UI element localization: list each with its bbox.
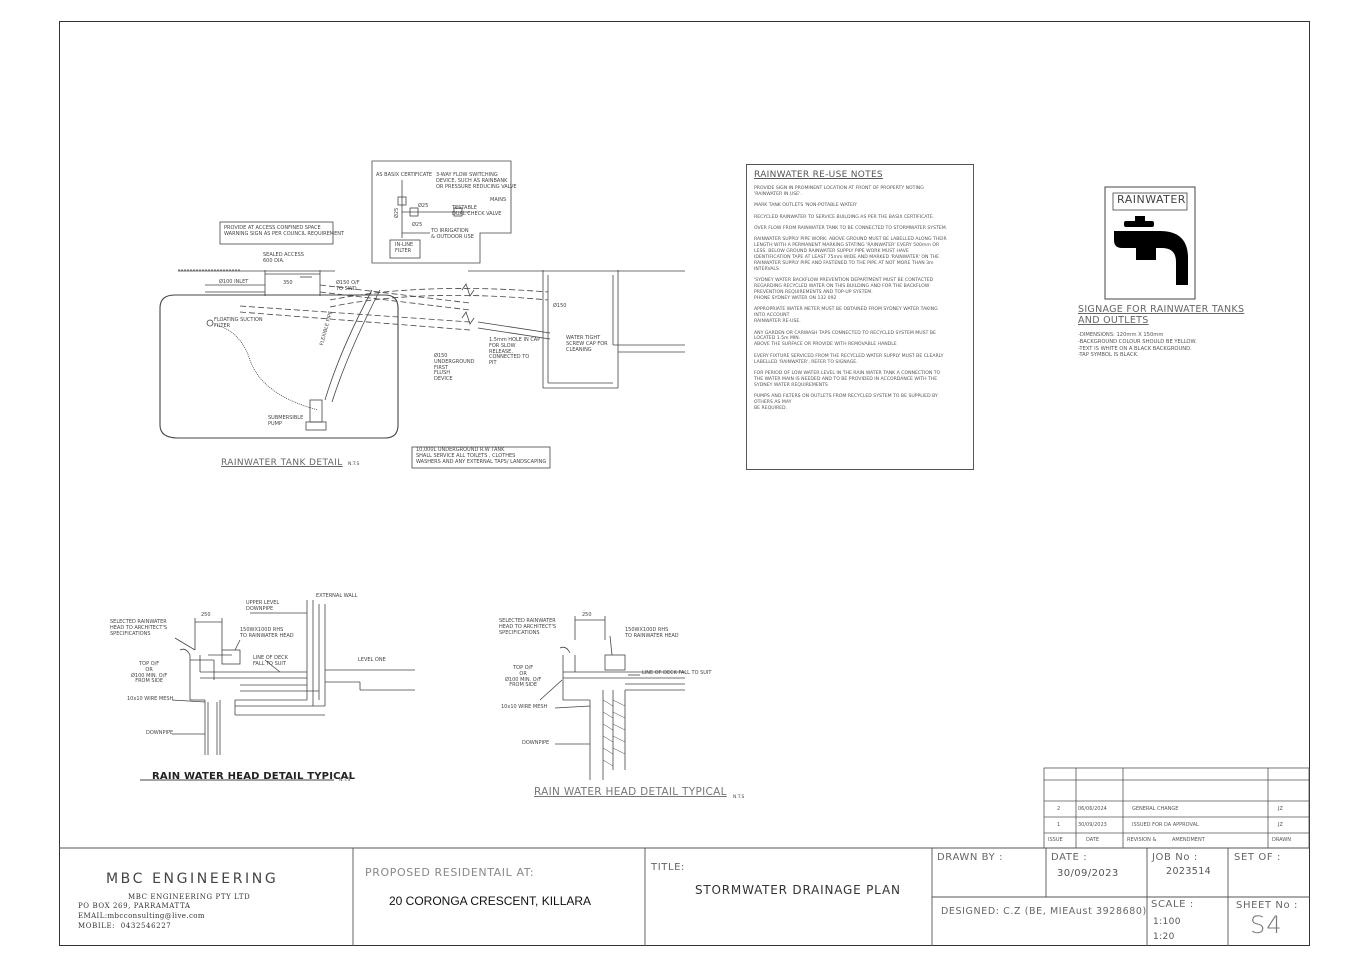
sheet-label: SHEET No :: [1236, 900, 1298, 911]
note-item: FOR PERIOD OF LOW WATER LEVEL IN THE RAI…: [754, 370, 941, 388]
slow-release-label: 1.5mm HOLE IN CAP FOR SLOW RELEASE, CONN…: [489, 337, 541, 366]
d25-label-c: Ø25: [412, 222, 423, 228]
drawing-title: STORMWATER DRAINAGE PLAN: [695, 883, 901, 897]
rwh-left-scale: N.T.S: [339, 778, 351, 783]
signage-title-1: SIGNAGE FOR RAINWATER TANKS: [1078, 304, 1245, 315]
rev-row-date: 30/09/2023: [1078, 822, 1107, 828]
note-item: PUMPS AND FILTERS ON OUTLETS FROM RECYCL…: [754, 394, 938, 412]
note-item: RAINWATER SUPPLY PIPE WORK: ABOVE GROUND…: [754, 237, 947, 272]
job-label: JOB No :: [1152, 852, 1198, 863]
notes-title: RAINWATER RE-USE NOTES: [754, 170, 883, 180]
rwh-mid-downpipe: DOWNPIPE: [522, 740, 550, 746]
rev-header-drawn: DRAWN: [1272, 837, 1291, 843]
rwh-left-downpipe: DOWNPIPE: [146, 730, 174, 736]
basix-label: AS BASIX CERTIFICATE: [376, 172, 433, 178]
tank-detail-scale: N.T.S: [348, 462, 360, 467]
rwh-left-title: RAIN WATER HEAD DETAIL TYPICAL: [152, 771, 356, 782]
dual-check-label: TESTABLE DUAL CHECK VALVE: [452, 205, 502, 217]
submersible-pump-label: SUBMERSIBLE PUMP: [268, 415, 304, 427]
note-item: APPROPRIATE WATER METER MUST BE OBTAINED…: [754, 307, 938, 325]
rev-row-issue: 2: [1057, 806, 1061, 812]
rwh-mid-top-of: TOP O/F OR Ø100 MIN. O/F FROM SIDE: [505, 665, 542, 689]
inline-filter-label: IN-LINE FILTER: [395, 242, 414, 254]
project-address: 20 CORONGA CRESCENT, KILLARA: [389, 894, 592, 908]
rev-header-issue: ISSUE: [1048, 837, 1063, 843]
rwh-mid-selected-head: SELECTED RAINWATER HEAD TO ARCHITECT'S S…: [499, 618, 557, 636]
d25-label-a: Ø25: [418, 203, 429, 209]
rev-header-amendment: AMENDMENT: [1172, 837, 1205, 843]
note-item: RECYCLED RAINWATER TO SERVICE BUILDING A…: [754, 214, 935, 220]
company-mobile: MOBILE: 0432546227: [78, 922, 172, 930]
company-sub: MBC ENGINEERING PTY LTD: [128, 893, 251, 901]
rwh-left-deck-line: LINE OF DECK FALL TO SUIT: [253, 655, 288, 667]
rev-header-revision: REVISION &: [1127, 837, 1157, 843]
rwh-left-external-wall: EXTERNAL WALL: [316, 593, 358, 599]
drawn-by-label: DRAWN BY :: [937, 852, 1004, 863]
rwh-left-upper-downpipe: UPPER LEVEL DOWNPIPE: [246, 600, 280, 612]
set-label: SET OF :: [1234, 852, 1281, 863]
rwh-mid-rhs: 150WX100D RHS TO RAINWATER HEAD: [625, 627, 679, 639]
floating-suction-label: FLOATING SUCTION FILTER: [214, 317, 263, 329]
sealed-access-label: SEALED ACCESS 600 DIA.: [263, 252, 304, 264]
irrigation-label: TO IRRIGATION & OUTDOOR USE: [431, 228, 474, 240]
tank-detail-title: RAINWATER TANK DETAIL: [221, 458, 343, 468]
note-item: EVERY FIXTURE SERVICED FROM THE RECYCLED…: [754, 353, 944, 365]
rev-row-issue: 1: [1057, 822, 1061, 828]
first-flush-label: Ø150 UNDERGROUND FIRST FLUSH DEVICE: [434, 353, 475, 382]
signage-title-2: AND OUTLETS: [1078, 315, 1149, 326]
d25-label-b: Ø25: [394, 207, 400, 218]
inlet-label: Ø100 INLET: [219, 279, 249, 285]
rwh-left-top-of: TOP O/F OR Ø100 MIN. O/F FROM SIDE: [131, 661, 168, 685]
tap-pictogram: [1114, 216, 1188, 285]
rwh-mid-deck-line: LINE OF DECK FALL TO SUIT: [642, 670, 712, 676]
company-po-box: PO BOX 269, PARRAMATTA: [78, 902, 191, 910]
company-email: EMAIL:mbcconsulting@live.com: [78, 912, 205, 920]
overflow-label: Ø150 O/F TO SWD: [336, 280, 360, 292]
confined-space-note: PROVIDE AT ACCESS CONFINED SPACE WARNING…: [224, 225, 345, 237]
rev-row-amendment: ISSUED FOR DA APPROVAL: [1132, 822, 1199, 828]
rev-row-amendment: GENERAL CHANGE: [1132, 806, 1179, 812]
proposed-label: PROPOSED RESIDENTAIL AT:: [365, 866, 535, 879]
scale-label: SCALE :: [1151, 899, 1194, 910]
date-value: 30/09/2023: [1057, 868, 1119, 879]
designed-by: DESIGNED: C.Z (BE, MIEAust 3928680): [941, 906, 1147, 917]
rwh-left-level-one: LEVEL ONE: [358, 657, 386, 663]
title-label: TITLE:: [651, 862, 686, 873]
screw-cap-label: WATER TIGHT SCREW CAP FOR CLEANING: [566, 335, 608, 353]
sheet-number: S4: [1250, 911, 1283, 939]
rwh-mid-scale: N.T.S: [733, 795, 745, 800]
flow-switching-label: 3-WAY FLOW SWITCHING DEVICE, SUCH AS RAI…: [436, 172, 517, 190]
note-item: PROVIDE SIGN IN PROMINENT LOCATION AT FR…: [754, 186, 924, 197]
mains-label: MAINS: [490, 197, 507, 203]
note-item: MARK TANK OUTLETS 'NON-POTABLE WATER': [754, 203, 858, 209]
signage-specs: -DIMENSIONS: 120mm X 150mm -BACKGROUND C…: [1078, 332, 1197, 359]
rev-row-date: 06/06/2024: [1078, 806, 1107, 812]
d150-label: Ø150: [553, 303, 567, 309]
job-value: 2023514: [1166, 866, 1212, 877]
date-label: DATE :: [1051, 852, 1088, 863]
rwh-left-selected-head: SELECTED RAINWATER HEAD TO ARCHITECT'S S…: [110, 619, 168, 637]
dim-350: 350: [283, 280, 293, 286]
rwh-mid-title: RAIN WATER HEAD DETAIL TYPICAL: [534, 786, 727, 798]
rev-row-drawn: JZ: [1278, 806, 1283, 812]
rwh-left-mesh: 10x10 WIRE MESH: [127, 696, 174, 702]
rwh-left-rhs: 150WX100D RHS TO RAINWATER HEAD: [240, 627, 294, 639]
note-item: 'SYDNEY WATER BACKFLOW PREVENTION DEPART…: [754, 278, 934, 302]
rev-header-date: DATE: [1086, 837, 1100, 843]
note-item: ANY GARDEN OR CARWASH TAPS CONNECTED TO …: [754, 330, 936, 348]
scale-value-2: 1:20: [1153, 932, 1175, 942]
rwh-mid-mesh: 10x10 WIRE MESH: [501, 704, 548, 710]
rwh-mid-d250: 250: [582, 612, 592, 618]
sign-text: RAINWATER: [1117, 193, 1186, 206]
company-name: MBC ENGINEERING: [106, 871, 279, 887]
scale-value-1: 1:100: [1153, 917, 1181, 927]
tank-note: 10,000L UNDERGROUND R.W TANK SHALL SERVI…: [416, 447, 547, 465]
rainwater-reuse-notes: RAINWATER RE-USE NOTES PROVIDE SIGN IN P…: [746, 164, 974, 470]
rwh-left-d250: 250: [201, 612, 211, 618]
drawing-sheet-border: [59, 21, 1310, 946]
note-item: OVER FLOW FROM RAINWATER TANK TO BE CONN…: [754, 225, 948, 231]
rev-row-drawn: JZ: [1278, 822, 1283, 828]
